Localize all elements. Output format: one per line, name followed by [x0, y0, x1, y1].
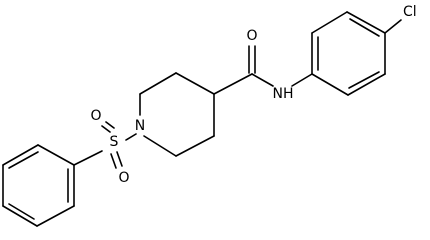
bond: [311, 11, 348, 34]
bond: [175, 72, 215, 95]
bond: [346, 11, 386, 34]
bond: [101, 125, 111, 133]
bond: [2, 205, 38, 227]
bond: [291, 73, 313, 87]
bond: [213, 73, 253, 95]
chlorine-label: Cl: [403, 4, 417, 20]
bond: [8, 203, 35, 220]
bond: [251, 73, 274, 87]
chlorophenyl-ring: [311, 11, 386, 96]
bond: [348, 71, 380, 89]
amide-oxygen-label: O: [246, 28, 257, 44]
piperidine-ring: [139, 72, 215, 157]
bond: [73, 150, 103, 166]
bond: [139, 72, 177, 95]
piperidine-nitrogen-label: N: [135, 118, 145, 134]
molecule-diagram: O NH Cl N S O O: [2, 4, 417, 227]
phenyl-ring: [2, 144, 75, 227]
bond: [8, 151, 39, 169]
bond: [125, 133, 137, 141]
bond: [143, 135, 177, 157]
sulfonyl-oxygen-top-label: O: [90, 108, 101, 124]
bond: [36, 205, 75, 227]
bond: [37, 144, 75, 166]
bond: [311, 73, 349, 96]
bond: [347, 73, 386, 96]
bond: [175, 135, 215, 157]
sulfur-label: S: [110, 134, 119, 150]
bond: [2, 144, 39, 166]
bond: [110, 153, 117, 169]
structure-svg: O NH Cl N S O O: [2, 4, 417, 227]
bond: [105, 121, 115, 129]
bond: [116, 151, 123, 167]
bond: [349, 18, 380, 37]
sulfonyl-oxygen-bottom-label: O: [118, 170, 129, 186]
amide-nitrogen-label: NH: [273, 86, 294, 102]
bond: [384, 19, 402, 34]
